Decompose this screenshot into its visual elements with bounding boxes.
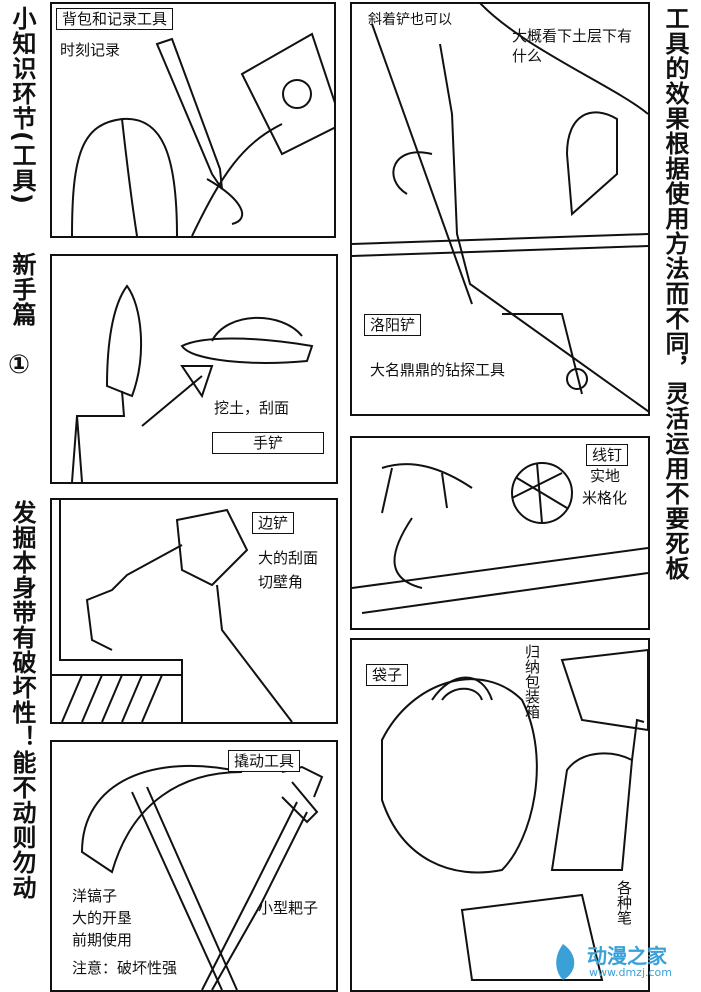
sideshovel-drawing <box>52 500 293 722</box>
pry-rake: 小型耙子 <box>258 899 319 917</box>
string-drawing <box>352 462 648 614</box>
string-note1: 实地 <box>590 467 621 485</box>
sideshovel-title: 边铲 <box>252 512 295 534</box>
panel-bag: 袋子 归纳包装箱 各种笔 <box>350 638 650 992</box>
bag-note2: 各种笔 <box>615 880 633 925</box>
watermark-logo: 动漫之家 www.dmzj.com <box>543 938 693 986</box>
watermark-icon <box>556 944 575 980</box>
sideshovel-note1: 大的刮面 <box>258 549 319 567</box>
sidebar-title: 小知识环节(工具) <box>8 6 36 205</box>
string-title: 线钉 <box>586 444 629 466</box>
luoyang-title: 洛阳铲 <box>364 314 422 336</box>
panel-luoyang: 斜着铲也可以 大概看下土层下有什么 洛阳铲 大名鼎鼎的钻探工具 <box>350 2 650 416</box>
pry-pick3: 前期使用 <box>72 931 133 949</box>
luoyang-desc: 大名鼎鼎的钻探工具 <box>370 361 506 379</box>
circled-number: ① <box>8 350 31 380</box>
luoyang-note-top: 斜着铲也可以 <box>368 12 452 28</box>
sidebar-tagline: 发掘本身带有破坏性！能不动则勿动 <box>8 500 36 900</box>
luoyang-drawing <box>352 4 648 413</box>
pry-pick1: 洋镐子 <box>72 887 118 905</box>
bag-title: 袋子 <box>366 664 409 686</box>
sidebar-subtitle: 新手篇 <box>8 252 36 327</box>
pry-title: 撬动工具 <box>228 750 301 772</box>
panel-backpack: 背包和记录工具 时刻记录 <box>50 2 336 238</box>
sideshovel-note2: 切壁角 <box>258 573 304 591</box>
backpack-note: 时刻记录 <box>60 41 121 59</box>
panel-sideshovel: 边铲 大的刮面 切壁角 <box>50 498 338 724</box>
watermark-url: www.dmzj.com <box>589 966 672 979</box>
panel-trowel: 挖土，刮面 手铲 <box>50 254 338 484</box>
trowel-drawing <box>71 284 314 482</box>
luoyang-bubble: 大概看下土层下有什么 <box>512 27 633 65</box>
pry-warn: 注意：破坏性强 <box>72 959 178 977</box>
trowel-title: 手铲 <box>212 432 324 454</box>
string-note2: 米格化 <box>582 489 628 507</box>
bag-note: 归纳包装箱 <box>523 644 541 719</box>
trowel-note: 挖土，刮面 <box>214 399 290 417</box>
sidebar-right-text: 工具的效果根据使用方法而不同，灵活运用不要死板 <box>661 6 689 581</box>
panel-string: 线钉 实地 米格化 <box>350 436 650 630</box>
pry-drawing <box>80 764 324 990</box>
backpack-drawing <box>71 32 334 236</box>
backpack-title: 背包和记录工具 <box>56 8 174 30</box>
watermark-name: 动漫之家 <box>587 944 667 968</box>
pry-pick2: 大的开垦 <box>72 909 133 927</box>
panel-pry: 撬动工具 小型耙子 洋镐子 大的开垦 前期使用 注意：破坏性强 <box>50 740 338 992</box>
bag-drawing <box>381 648 648 981</box>
